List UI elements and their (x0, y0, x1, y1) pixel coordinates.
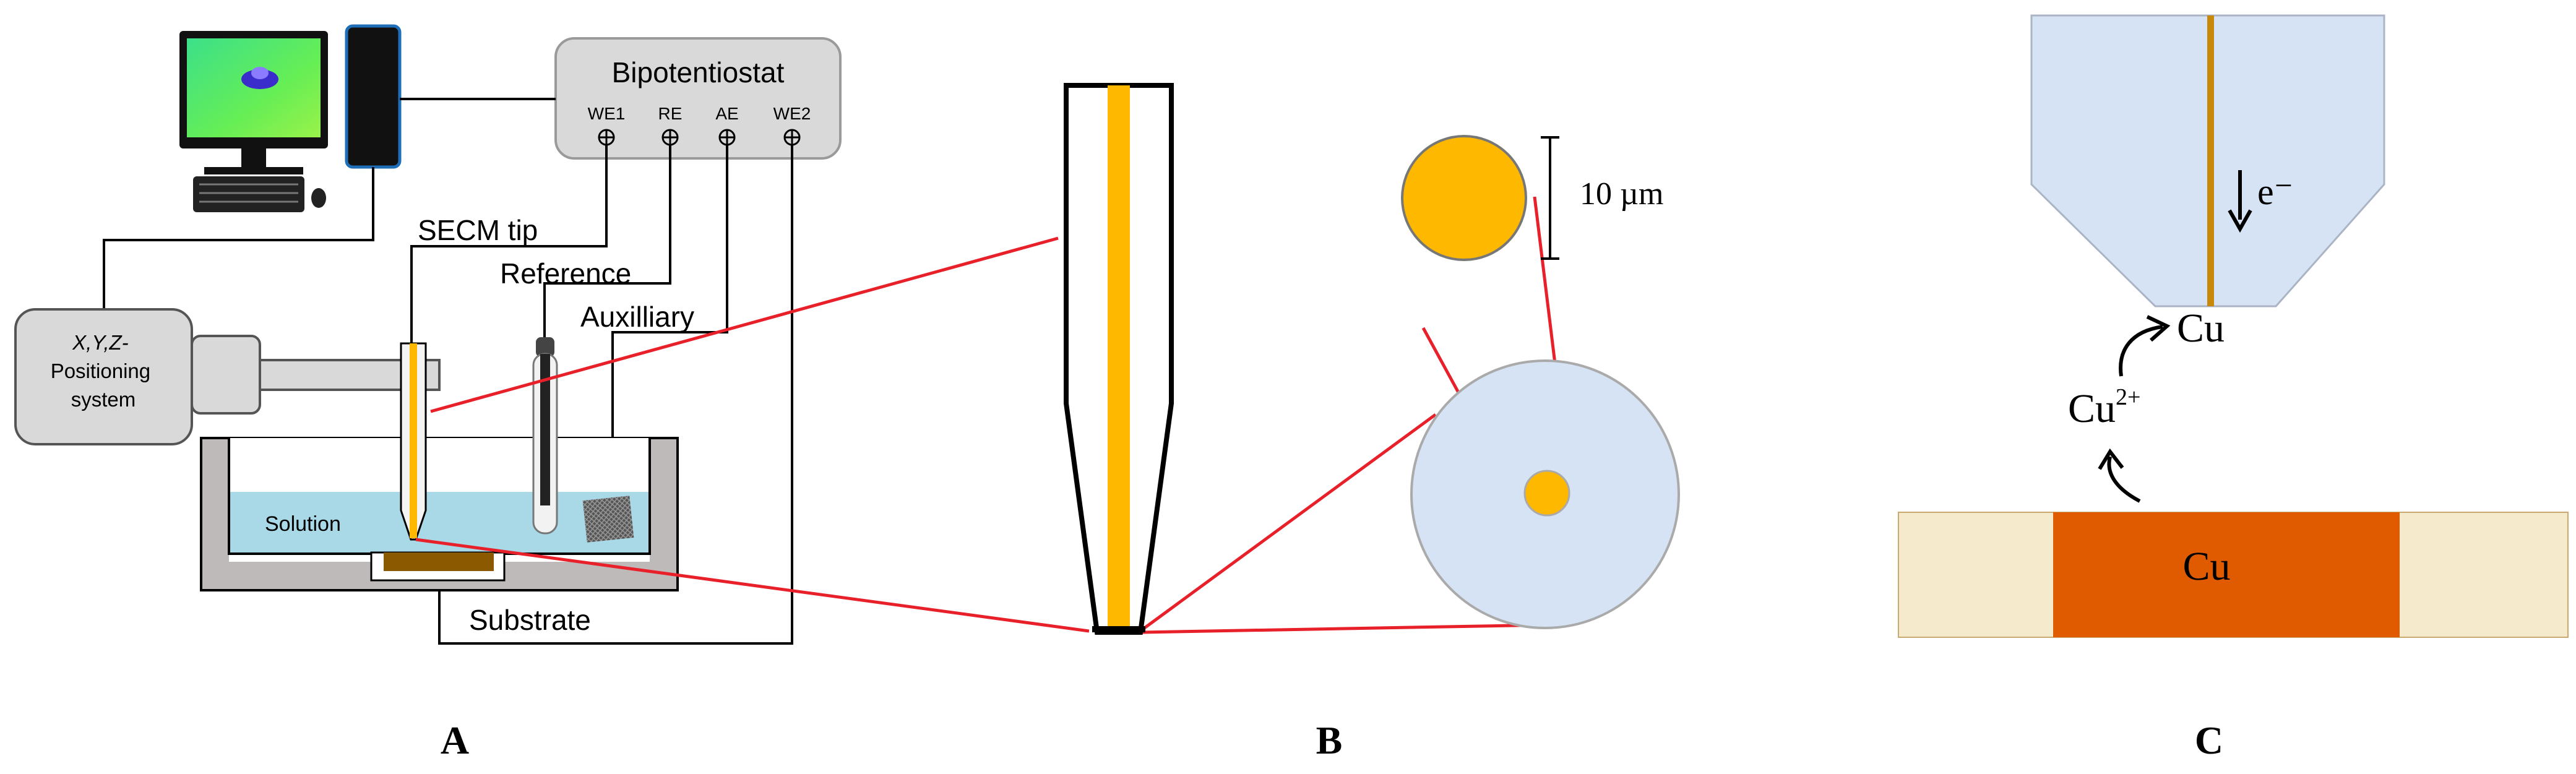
magnified-electrode (1401, 135, 1527, 261)
port-we1-label: WE1 (588, 104, 626, 123)
scale-bar (1541, 136, 1559, 260)
connection-wires (103, 98, 793, 645)
tip-gold-wire (1108, 85, 1130, 632)
auxiliary-mesh-electrode (582, 496, 634, 543)
tip-end-face (1092, 626, 1145, 632)
mouse-icon (311, 188, 326, 208)
substrate-label: Substrate (469, 604, 591, 636)
deposition-arrow-icons (2098, 315, 2171, 503)
monitor-icon (179, 31, 328, 174)
tip-end-view-electrode (1523, 470, 1570, 517)
scale-bar-label: 10 µm (1580, 176, 1663, 212)
panel-c-letter: C (2195, 718, 2223, 762)
auxilliary-label: Auxilliary (580, 301, 694, 333)
secm-tip-label: SECM tip (418, 214, 538, 246)
electron-label: e⁻ (2257, 171, 2293, 212)
substrate-copper (2053, 512, 2400, 637)
port-ae-label: AE (715, 104, 738, 123)
secm-tip-electrode (400, 342, 427, 541)
panel-c: e⁻ Cu Cu2+ Cu C (1898, 14, 2569, 762)
reference-electrode (532, 337, 558, 535)
panel-a: Bipotentiostat WE1 RE AE WE2 X,Y,Z- Posi… (14, 24, 842, 762)
cu-substrate-label: Cu (2182, 544, 2230, 589)
positioning-arm-block (191, 335, 261, 415)
electron-arrow-icon (2228, 170, 2252, 233)
cu-ion-label: Cu2+ (2068, 384, 2140, 431)
cu-tip-label: Cu (2177, 306, 2225, 351)
port-we2-label: WE2 (773, 104, 811, 123)
positioning-system-label: X,Y,Z- Positioning system (51, 331, 157, 411)
substrate-sample (384, 553, 494, 571)
reference-label: Reference (500, 257, 631, 290)
port-re-label: RE (658, 104, 683, 123)
panel-b-letter: B (1316, 718, 1343, 762)
panel-b: 10 µm B (1064, 83, 1680, 762)
computer-tower-icon (345, 24, 402, 169)
panel-a-letter: A (441, 718, 469, 762)
solution-label: Solution (265, 512, 341, 536)
bipotentiostat-title: Bipotentiostat (612, 56, 785, 88)
keyboard-icon (193, 176, 304, 212)
tip-wire (2207, 15, 2214, 306)
